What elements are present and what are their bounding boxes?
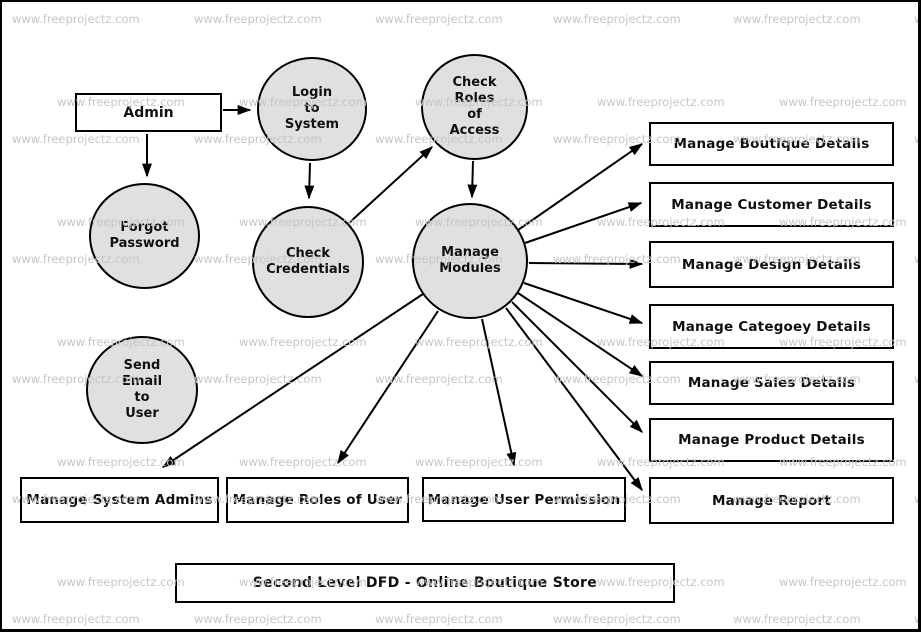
arrow-check-roles-to-manage-modules	[467, 160, 478, 199]
store-manage-customer-details: Manage Customer Details	[649, 182, 894, 227]
process-check-credentials-label: Check Credentials	[266, 246, 350, 277]
store-manage-design-details-label: Manage Design Details	[681, 256, 862, 273]
watermark-text: www.freeprojectz.com	[779, 575, 907, 589]
process-check-roles-of-access: Check Roles of Access	[421, 54, 528, 160]
watermark-text: www.freeprojectz.com	[375, 612, 503, 626]
watermark-text: www.freeprojectz.com	[239, 335, 367, 349]
arrow-modules-to-sales	[517, 292, 644, 377]
store-manage-report: Manage Report	[649, 477, 894, 524]
watermark-text: www.freeprojectz.com	[415, 335, 543, 349]
store-manage-design-details: Manage Design Details	[649, 241, 894, 288]
arrow-modules-to-product	[511, 301, 643, 433]
process-send-email-to-user-label: Send Email to User	[121, 358, 163, 421]
watermark-text: www.freeprojectz.com	[553, 12, 681, 26]
watermark-text: www.freeprojectz.com	[733, 12, 861, 26]
process-manage-modules: Manage Modules	[412, 203, 528, 319]
process-login-to-system: Login to System	[257, 57, 367, 161]
arrow-modules-to-categoey	[523, 282, 644, 324]
arrow-modules-to-customer	[524, 202, 643, 244]
diagram-title: Second Level DFD - Online Boutique Store	[252, 575, 598, 591]
watermark-text: www.freeprojectz.com	[914, 132, 918, 146]
arrow-modules-to-boutique	[517, 143, 644, 231]
process-manage-modules-label: Manage Modules	[439, 245, 501, 276]
store-manage-sales-details-label: Manage Sales Details	[687, 375, 856, 391]
watermark-text: www.freeprojectz.com	[914, 492, 918, 506]
process-forgot-password: Forgot Password	[89, 183, 200, 289]
watermark-text: www.freeprojectz.com	[57, 455, 185, 469]
watermark-text: www.freeprojectz.com	[239, 455, 367, 469]
entity-admin: Admin	[75, 93, 222, 132]
process-check-credentials: Check Credentials	[252, 206, 364, 318]
arrow-modules-to-report	[505, 307, 643, 492]
entity-admin-label: Admin	[123, 104, 174, 121]
store-manage-sales-details: Manage Sales Details	[649, 361, 894, 405]
watermark-text: www.freeprojectz.com	[597, 95, 725, 109]
watermark-text: www.freeprojectz.com	[194, 612, 322, 626]
watermark-text: www.freeprojectz.com	[12, 612, 140, 626]
store-manage-boutique-details-label: Manage Boutique Details	[673, 136, 870, 152]
watermark-text: www.freeprojectz.com	[415, 455, 543, 469]
watermark-text: www.freeprojectz.com	[914, 252, 918, 266]
watermark-text: www.freeprojectz.com	[375, 372, 503, 386]
process-forgot-password-label: Forgot Password	[109, 220, 180, 251]
store-manage-roles-of-user: Manage Roles of User	[226, 477, 409, 523]
arrow-modules-to-roles-of-user	[337, 310, 439, 465]
diagram-title-box: Second Level DFD - Online Boutique Store	[175, 563, 675, 603]
store-manage-report-label: Manage Report	[712, 492, 831, 509]
watermark-text: www.freeprojectz.com	[375, 12, 503, 26]
process-send-email-to-user: Send Email to User	[86, 336, 198, 444]
arrow-check-credentials-to-check-roles	[348, 146, 434, 224]
watermark-text: www.freeprojectz.com	[194, 12, 322, 26]
watermark-text: www.freeprojectz.com	[12, 12, 140, 26]
store-manage-product-details-label: Manage Product Details	[678, 432, 865, 448]
watermark-text: www.freeprojectz.com	[57, 575, 185, 589]
arrow-modules-to-user-permission	[481, 318, 517, 467]
watermark-text: www.freeprojectz.com	[553, 612, 681, 626]
store-manage-categoey-details: Manage Categoey Details	[649, 304, 894, 349]
store-manage-customer-details-label: Manage Customer Details	[671, 196, 872, 213]
watermark-text: www.freeprojectz.com	[194, 372, 322, 386]
arrow-modules-to-system-admins	[161, 293, 424, 468]
process-check-roles-of-access-label: Check Roles of Access	[449, 75, 500, 138]
watermark-text: www.freeprojectz.com	[914, 612, 918, 626]
watermark-text: www.freeprojectz.com	[12, 132, 140, 146]
watermark-text: www.freeprojectz.com	[914, 12, 918, 26]
watermark-text: www.freeprojectz.com	[779, 95, 907, 109]
store-manage-product-details: Manage Product Details	[649, 418, 894, 462]
arrow-modules-to-design	[528, 258, 644, 269]
store-manage-system-admins-label: Manage System Admins	[26, 492, 213, 508]
watermark-text: www.freeprojectz.com	[914, 372, 918, 386]
process-login-to-system-label: Login to System	[284, 85, 340, 132]
arrow-login-to-check-credentials	[304, 162, 315, 200]
store-manage-system-admins: Manage System Admins	[20, 477, 219, 523]
watermark-text: www.freeprojectz.com	[733, 612, 861, 626]
store-manage-boutique-details: Manage Boutique Details	[649, 122, 894, 166]
store-manage-categoey-details-label: Manage Categoey Details	[672, 318, 871, 335]
store-manage-user-permission: Manage User Permission	[422, 477, 626, 522]
store-manage-roles-of-user-label: Manage Roles of User	[232, 492, 403, 508]
store-manage-user-permission-label: Manage User Permission	[427, 491, 621, 508]
